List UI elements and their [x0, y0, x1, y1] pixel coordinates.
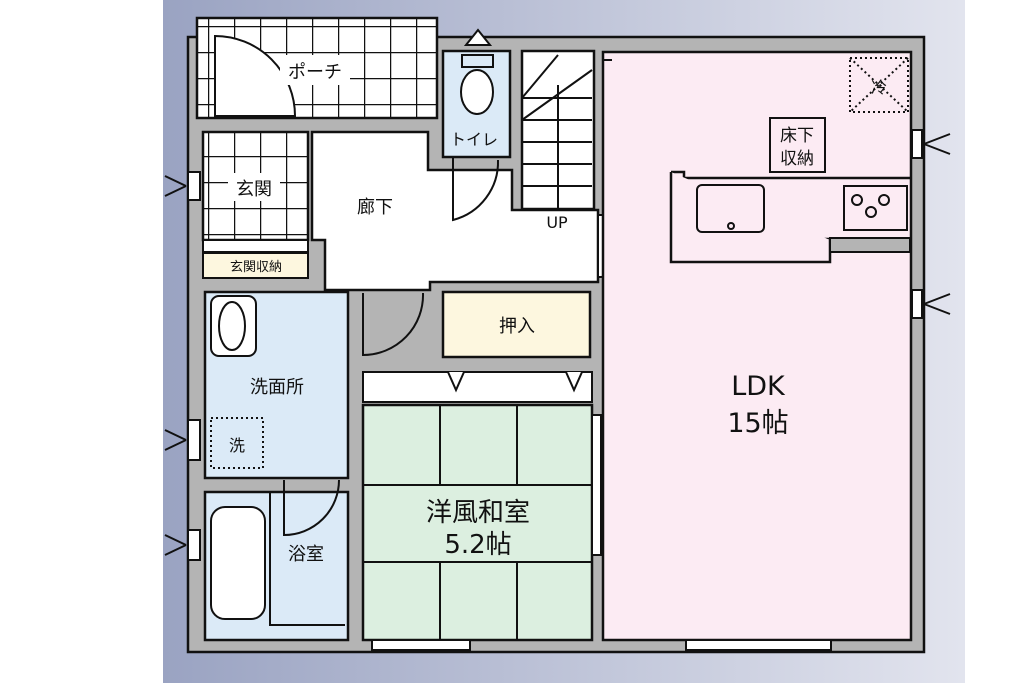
- japanese-room-label: 洋風和室: [426, 498, 530, 528]
- stairs: UP: [520, 49, 596, 232]
- ldk-label: LDK: [731, 371, 786, 402]
- porch: ポーチ: [195, 16, 439, 120]
- toilet: トイレ: [441, 28, 512, 159]
- hallway-label: 廊下: [357, 197, 393, 218]
- stairs-up-label: UP: [546, 213, 568, 232]
- washer-space: [210, 417, 264, 469]
- washroom-label: 洗面所: [250, 377, 304, 398]
- bathtub-icon: [210, 506, 266, 620]
- toilet-door-swing: [452, 157, 500, 222]
- closet: 押入: [362, 290, 593, 403]
- closet-label: 押入: [499, 316, 535, 337]
- entrance-storage: [202, 252, 309, 279]
- windows: [164, 129, 951, 651]
- underfloor-storage-label-2: 収納: [780, 149, 814, 169]
- ldk: 冷 床下 収納 LDK 15帖: [601, 50, 913, 642]
- bathroom: 浴室: [203, 479, 350, 642]
- underfloor-storage: [769, 117, 826, 173]
- washroom-door-swing: [362, 292, 425, 357]
- porch-label: ポーチ: [288, 62, 342, 83]
- toilet-tank: [461, 54, 494, 68]
- entrance-storage-label: 玄関収納: [230, 260, 282, 275]
- washroom: 洗面所 洗: [203, 290, 350, 480]
- front-door-swing: [214, 34, 297, 117]
- bathroom-label: 浴室: [288, 544, 324, 565]
- japanese-room: 洋風和室 5.2帖: [361, 403, 594, 642]
- entrance-label: 玄関: [236, 179, 272, 200]
- fridge-space: [849, 57, 909, 113]
- washer-label: 洗: [229, 436, 245, 455]
- sink-icon: [696, 184, 765, 233]
- window-marker-icon: [463, 28, 493, 46]
- fridge-label: 冷: [871, 78, 887, 97]
- underfloor-storage-label-1: 床下: [780, 126, 814, 146]
- toilet-bowl-icon: [460, 69, 494, 115]
- ldk-size: 15帖: [727, 408, 788, 439]
- entrance: 玄関 玄関収納: [201, 130, 310, 279]
- toilet-label: トイレ: [450, 130, 498, 149]
- japanese-room-size: 5.2帖: [444, 530, 511, 560]
- stove-icon: [843, 185, 908, 231]
